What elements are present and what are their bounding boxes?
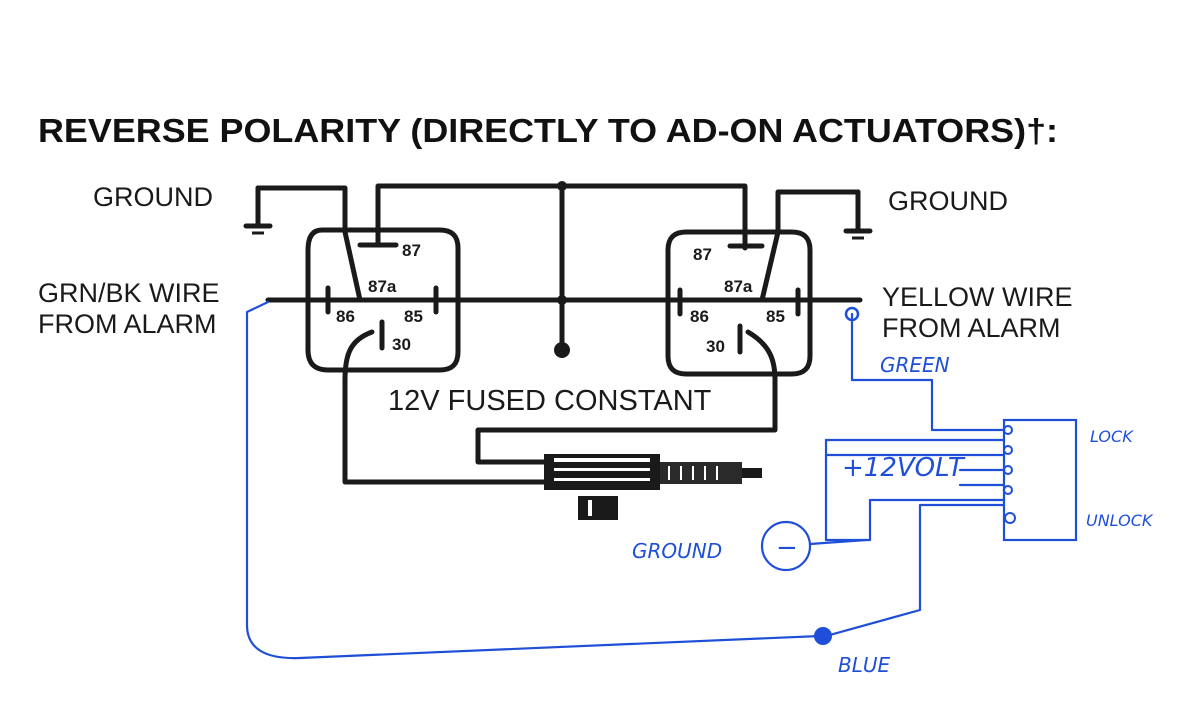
handwritten-lock-label: LOCK: [1090, 427, 1134, 446]
relay-left: 87 87a 86 85 30: [305, 227, 461, 373]
relay-right-pin-87a: 87a: [724, 277, 753, 296]
black-wiring: [255, 181, 863, 485]
left-wire-label-line1: GRN/BK WIRE: [38, 278, 220, 308]
ground-symbol-left: [243, 185, 273, 235]
relay-left-pin-30: 30: [392, 335, 411, 354]
minus-terminal-icon: [760, 520, 812, 572]
relay-right-pin-85: 85: [766, 307, 785, 326]
left-wire-label-line2: FROM ALARM: [38, 309, 217, 339]
handwritten-additions: [245, 300, 1078, 660]
relay-left-pin-85: 85: [404, 307, 423, 326]
fuse-holder: [544, 454, 762, 520]
ground-label-right: GROUND: [888, 186, 1008, 216]
relay-left-pin-87a: 87a: [368, 277, 397, 296]
relay-left-pin-87: 87: [402, 241, 421, 260]
blue-junction-dot: [814, 627, 832, 645]
right-wire-label-line1: YELLOW WIRE: [882, 282, 1073, 312]
relay-right: 87 87a 86 85 30: [665, 229, 813, 377]
handwritten-12volt-label: +12VOLT: [842, 453, 966, 483]
right-wire-label-line2: FROM ALARM: [882, 313, 1061, 343]
diagram-title: REVERSE POLARITY (DIRECTLY TO AD-ON ACTU…: [38, 112, 1058, 149]
handwritten-unlock-label: UNLOCK: [1086, 511, 1154, 530]
handwritten-green-label: GREEN: [880, 353, 950, 377]
ground-symbol-right: [843, 189, 873, 240]
relay-right-pin-87: 87: [693, 245, 712, 264]
handwritten-minus-sign: −: [776, 533, 798, 563]
ground-label-left: GROUND: [93, 182, 213, 212]
relay-left-pin-86: 86: [336, 307, 355, 326]
handwritten-blue-label: BLUE: [838, 653, 891, 677]
relay-right-pin-86: 86: [690, 307, 709, 326]
relay-right-pin-30: 30: [706, 337, 725, 356]
handwritten-ground-label: GROUND: [632, 539, 722, 563]
power-label: 12V FUSED CONSTANT: [388, 385, 712, 417]
